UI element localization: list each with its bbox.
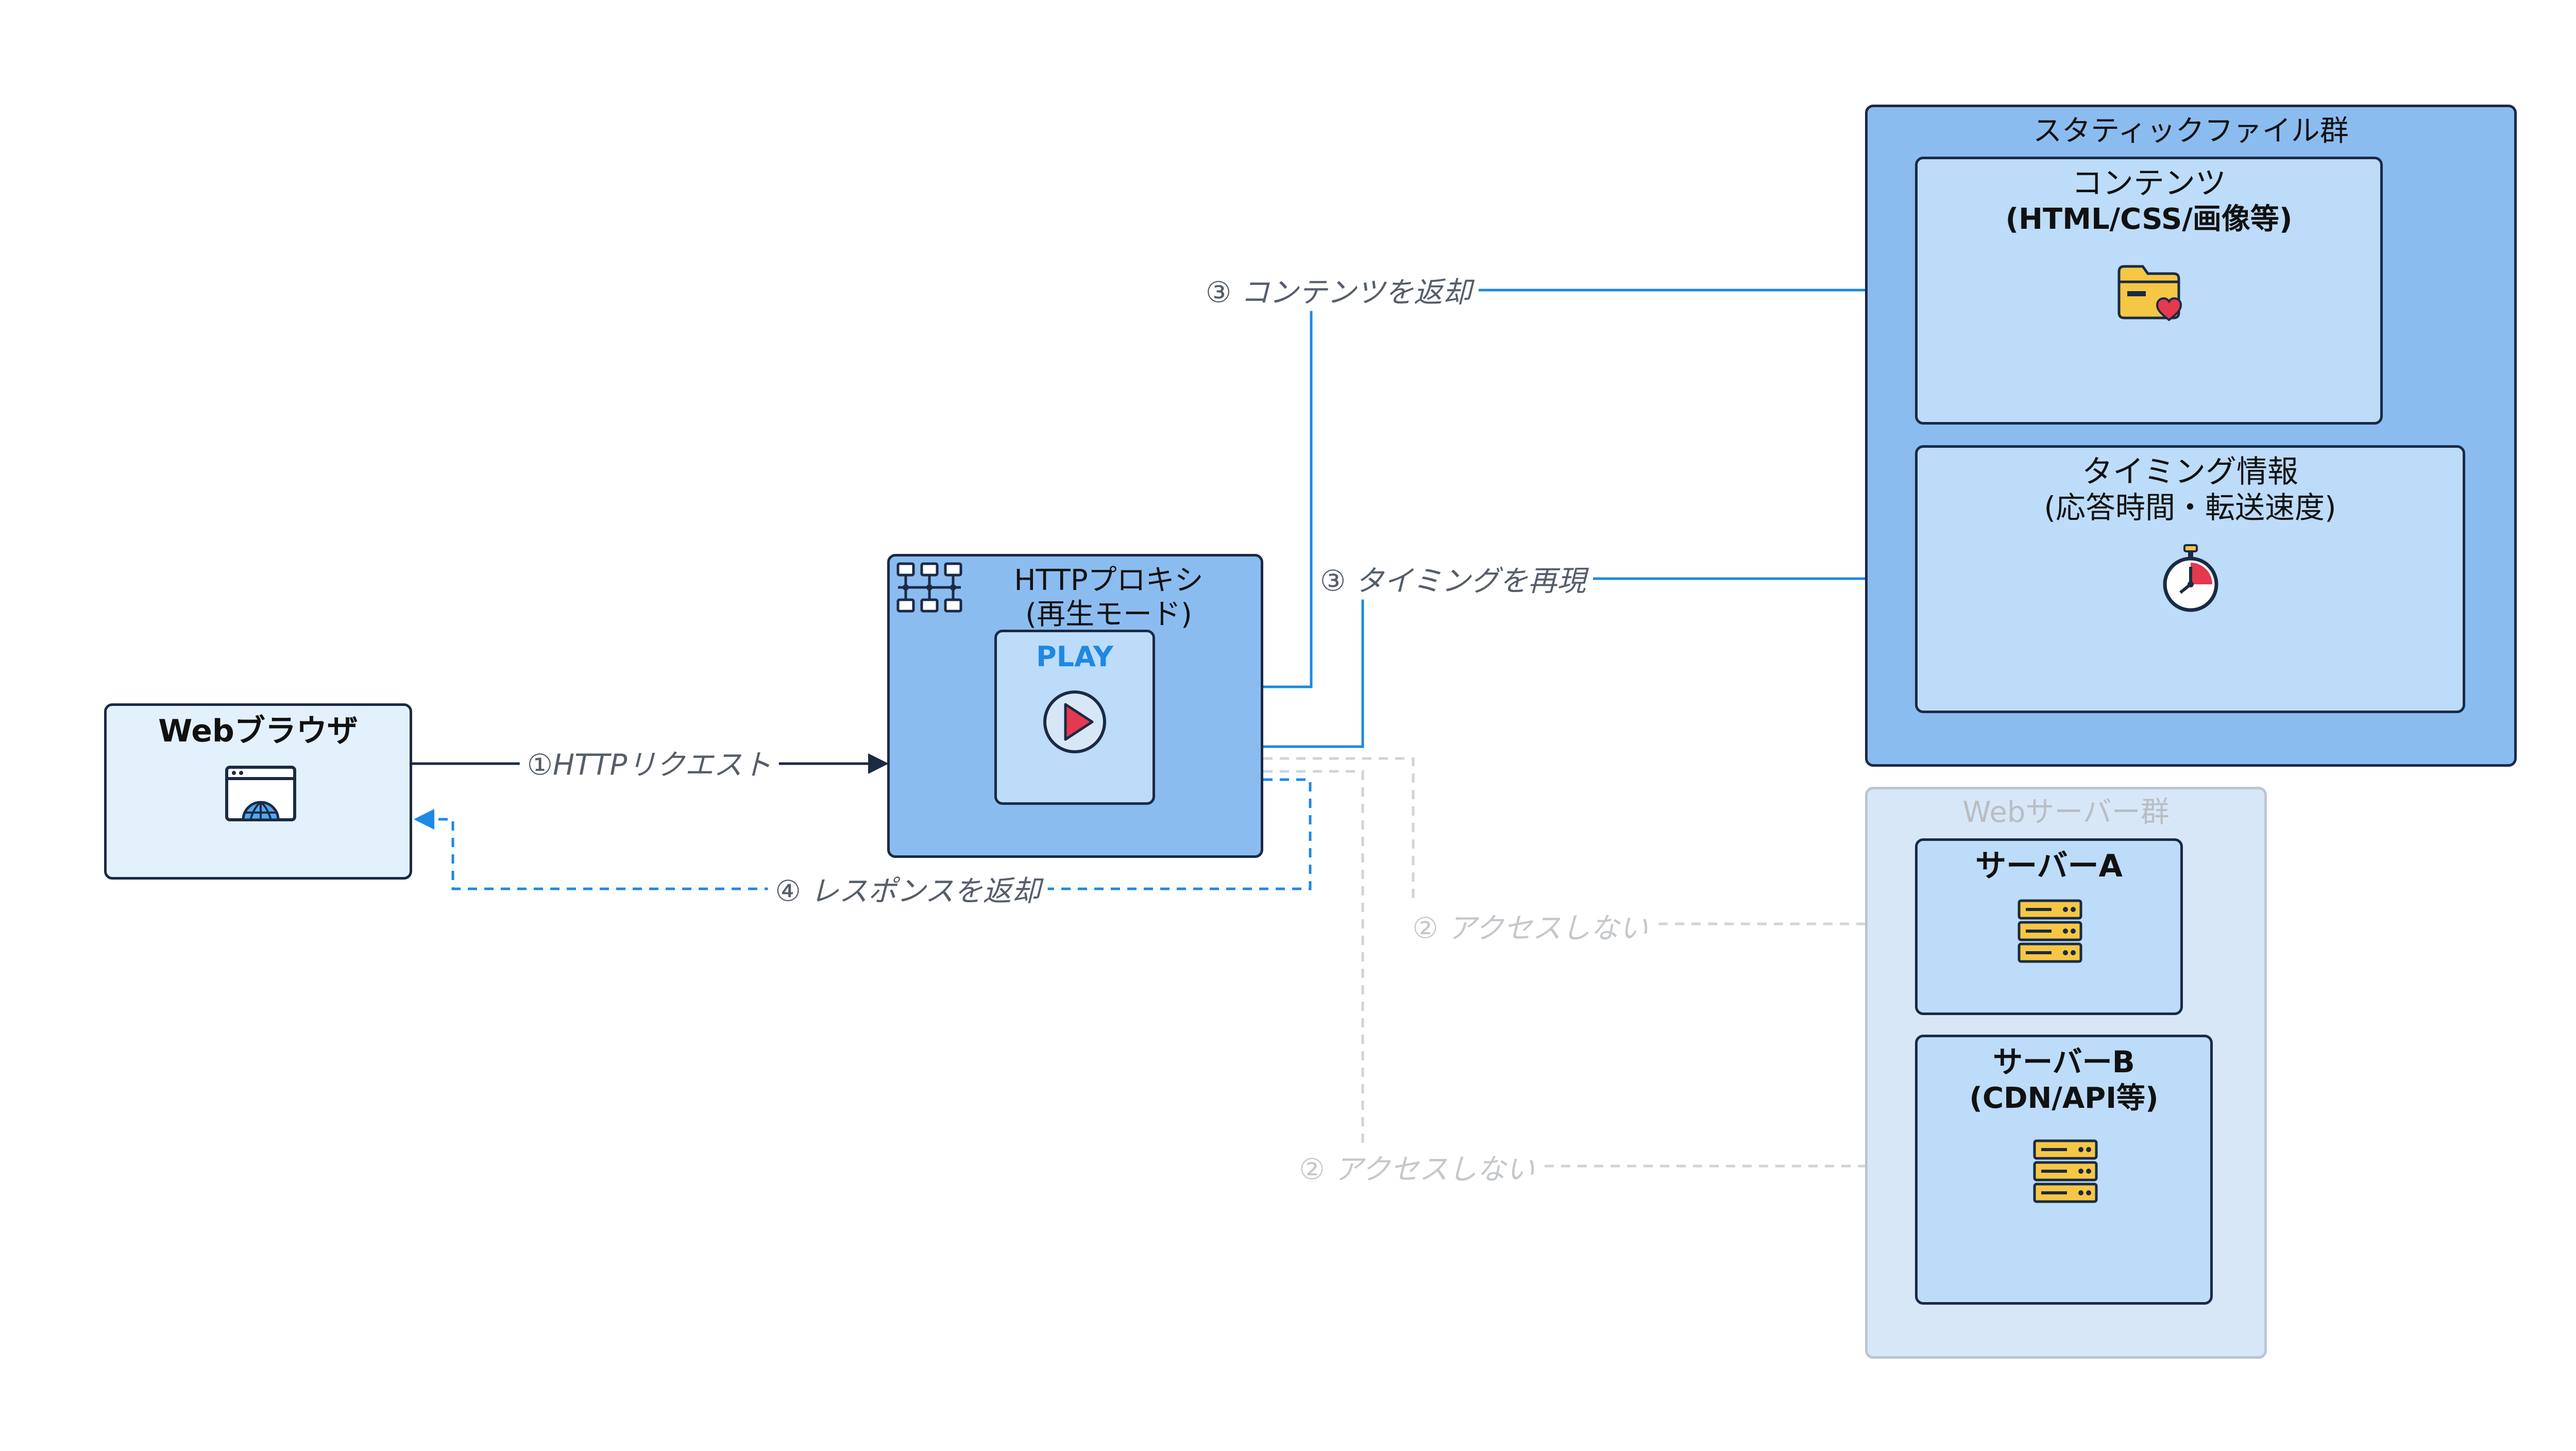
network-icon [896,562,962,613]
web-servers-group-title: Webサーバー群 [1962,796,2170,829]
timing-title: タイミング情報 [2082,454,2298,490]
edge-no-access-a [1263,757,1914,934]
stopwatch-icon [2163,544,2218,612]
server-icon [2018,899,2082,963]
folder-heart-icon [2117,265,2182,322]
proxy-title: HTTPプロキシ [1014,564,1204,597]
play-node: PLAY [994,630,1155,805]
server-a-title: サーバーA [1975,848,2123,884]
browser-globe-icon [225,766,296,821]
web-browser-node: Webブラウザ [104,703,412,880]
contents-subtitle: (HTML/CSS/画像等) [2005,203,2293,236]
server-b-node: サーバーB (CDN/API等) [1915,1035,2213,1305]
edge-label-return-contents: ③ コンテンツを返却 [1198,269,1479,311]
timing-node: タイミング情報 (応答時間・転送速度) [1915,445,2465,713]
server-b-title: サーバーB [1993,1044,2135,1079]
edge-no-access-b [1263,770,1914,1176]
edge-label-response: ④ レスポンスを返却 [768,868,1048,910]
edge-label-no-access-b: ② アクセスしない [1292,1146,1542,1188]
server-a-node: サーバーA [1915,838,2183,1015]
server-b-subtitle: (CDN/API等) [1969,1082,2159,1115]
timing-subtitle: (応答時間・転送速度) [2044,490,2336,525]
play-label: PLAY [1036,640,1113,673]
edge-reproduce-timing [1157,577,1914,757]
browser-title: Webブラウザ [158,713,358,749]
edge-label-reproduce-timing: ③ タイミングを再現 [1312,558,1594,600]
contents-title: コンテンツ [2072,165,2226,201]
play-icon [1043,690,1106,753]
server-icon [2033,1139,2098,1203]
edge-label-request: ①HTTPリクエスト [519,741,779,784]
edge-label-no-access-a: ② アクセスしない [1405,905,1655,947]
edge-return-contents [1157,289,1914,697]
proxy-subtitle: (再生モード) [1025,598,1192,631]
static-files-group-title: スタティックファイル群 [2033,114,2349,148]
contents-node: コンテンツ (HTML/CSS/画像等) [1915,157,2383,425]
